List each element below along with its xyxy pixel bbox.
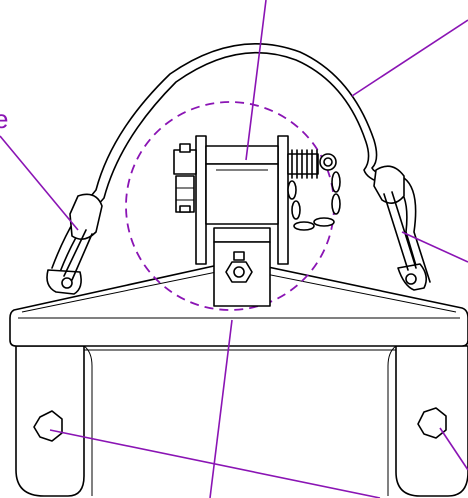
spring <box>287 149 319 179</box>
lifting-bail <box>46 42 431 295</box>
left-leg-hole <box>33 410 63 442</box>
safety-chain <box>287 171 341 231</box>
right-leg-hole <box>417 407 447 439</box>
right-leg <box>387 345 468 497</box>
left-leg <box>15 345 93 497</box>
shackle-assembly <box>173 135 341 307</box>
block-nut <box>225 251 253 283</box>
callout-label: e <box>0 104 8 134</box>
